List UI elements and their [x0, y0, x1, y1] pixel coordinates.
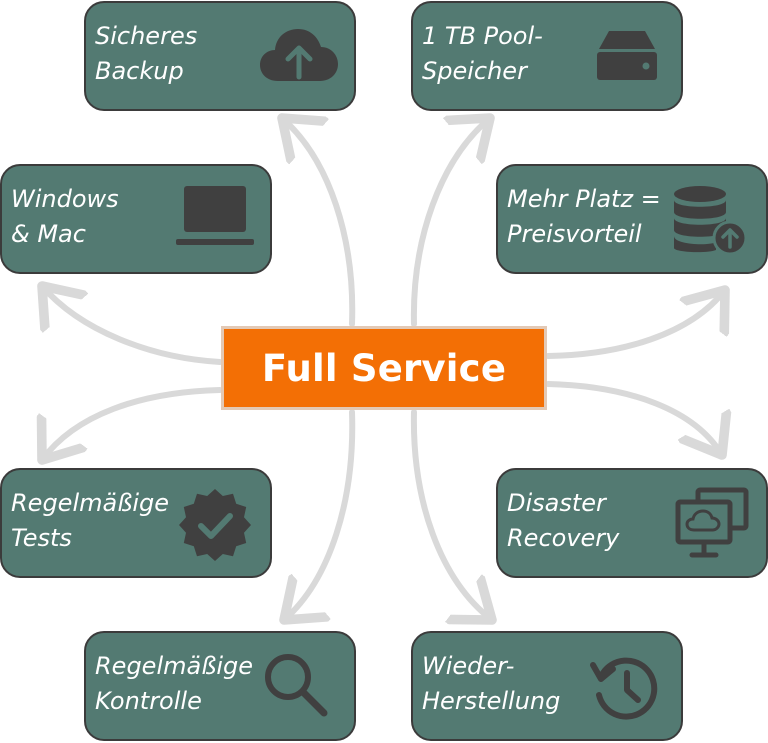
- box-label-line: Windows: [11, 185, 119, 213]
- database-upload-icon: [674, 186, 748, 256]
- box-windows-mac: Windows & Mac: [0, 164, 272, 274]
- verified-badge-icon: [179, 489, 251, 561]
- full-service-label: Full Service: [261, 346, 507, 390]
- box-label-line: Regelmäßige: [95, 652, 253, 680]
- box-regelmaessige-kontrolle: Regelmäßige Kontrolle: [84, 631, 356, 741]
- box-label: Disaster Recovery: [507, 486, 619, 556]
- magnifier-icon: [265, 654, 328, 717]
- full-service-box: Full Service: [221, 326, 547, 410]
- arrow-to-sicheres-backup: [282, 118, 356, 327]
- box-label-line: Kontrolle: [95, 687, 202, 715]
- box-label: Wieder- Herstellung: [422, 649, 560, 719]
- box-label-line: Mehr Platz =: [507, 185, 661, 213]
- arrow-to-regelmaessige-kontrolle: [284, 409, 356, 620]
- box-label: Sicheres Backup: [95, 19, 197, 89]
- box-sicheres-backup: Sicheres Backup: [84, 1, 356, 111]
- box-mehr-platz: Mehr Platz = Preisvorteil: [496, 164, 768, 274]
- box-label-line: Backup: [95, 57, 184, 85]
- box-label-line: 1 TB Pool-: [422, 22, 543, 50]
- box-label-line: Tests: [11, 524, 72, 552]
- box-label-line: Recovery: [507, 524, 620, 552]
- box-label-line: Regelmäßige: [11, 489, 169, 517]
- arrow-to-mehr-platz: [545, 290, 725, 359]
- arrow-to-windows-mac: [42, 286, 223, 365]
- box-label-line: & Mac: [11, 220, 86, 248]
- box-label-line: Sicheres: [95, 22, 198, 50]
- arrow-to-pool-speicher: [410, 118, 490, 327]
- box-label: Regelmäßige Tests: [11, 486, 169, 556]
- arrow-to-disaster-recovery: [545, 381, 722, 455]
- cloud-monitors-icon: [675, 487, 749, 558]
- cloud-upload-icon: [260, 29, 338, 81]
- laptop-icon: [176, 186, 254, 245]
- box-wiederherstellung: Wieder- Herstellung: [411, 631, 683, 741]
- box-label-line: Disaster: [507, 489, 606, 517]
- box-label-line: Wieder-: [422, 652, 515, 680]
- box-label: Windows & Mac: [11, 182, 119, 252]
- hard-drive-icon: [597, 31, 657, 80]
- box-regelmaessige-tests: Regelmäßige Tests: [0, 468, 272, 578]
- arrow-to-regelmaessige-tests: [42, 387, 223, 460]
- box-label-line: Preisvorteil: [507, 220, 642, 248]
- box-disaster-recovery: Disaster Recovery: [496, 468, 768, 578]
- box-label: Regelmäßige Kontrolle: [95, 649, 253, 719]
- box-label-line: Herstellung: [422, 687, 561, 715]
- history-icon: [590, 657, 658, 720]
- box-label: 1 TB Pool- Speicher: [422, 19, 543, 89]
- box-label: Mehr Platz = Preisvorteil: [507, 182, 661, 252]
- arrow-to-wiederherstellung: [410, 409, 492, 620]
- box-label-line: Speicher: [422, 57, 527, 85]
- box-pool-speicher: 1 TB Pool- Speicher: [411, 1, 683, 111]
